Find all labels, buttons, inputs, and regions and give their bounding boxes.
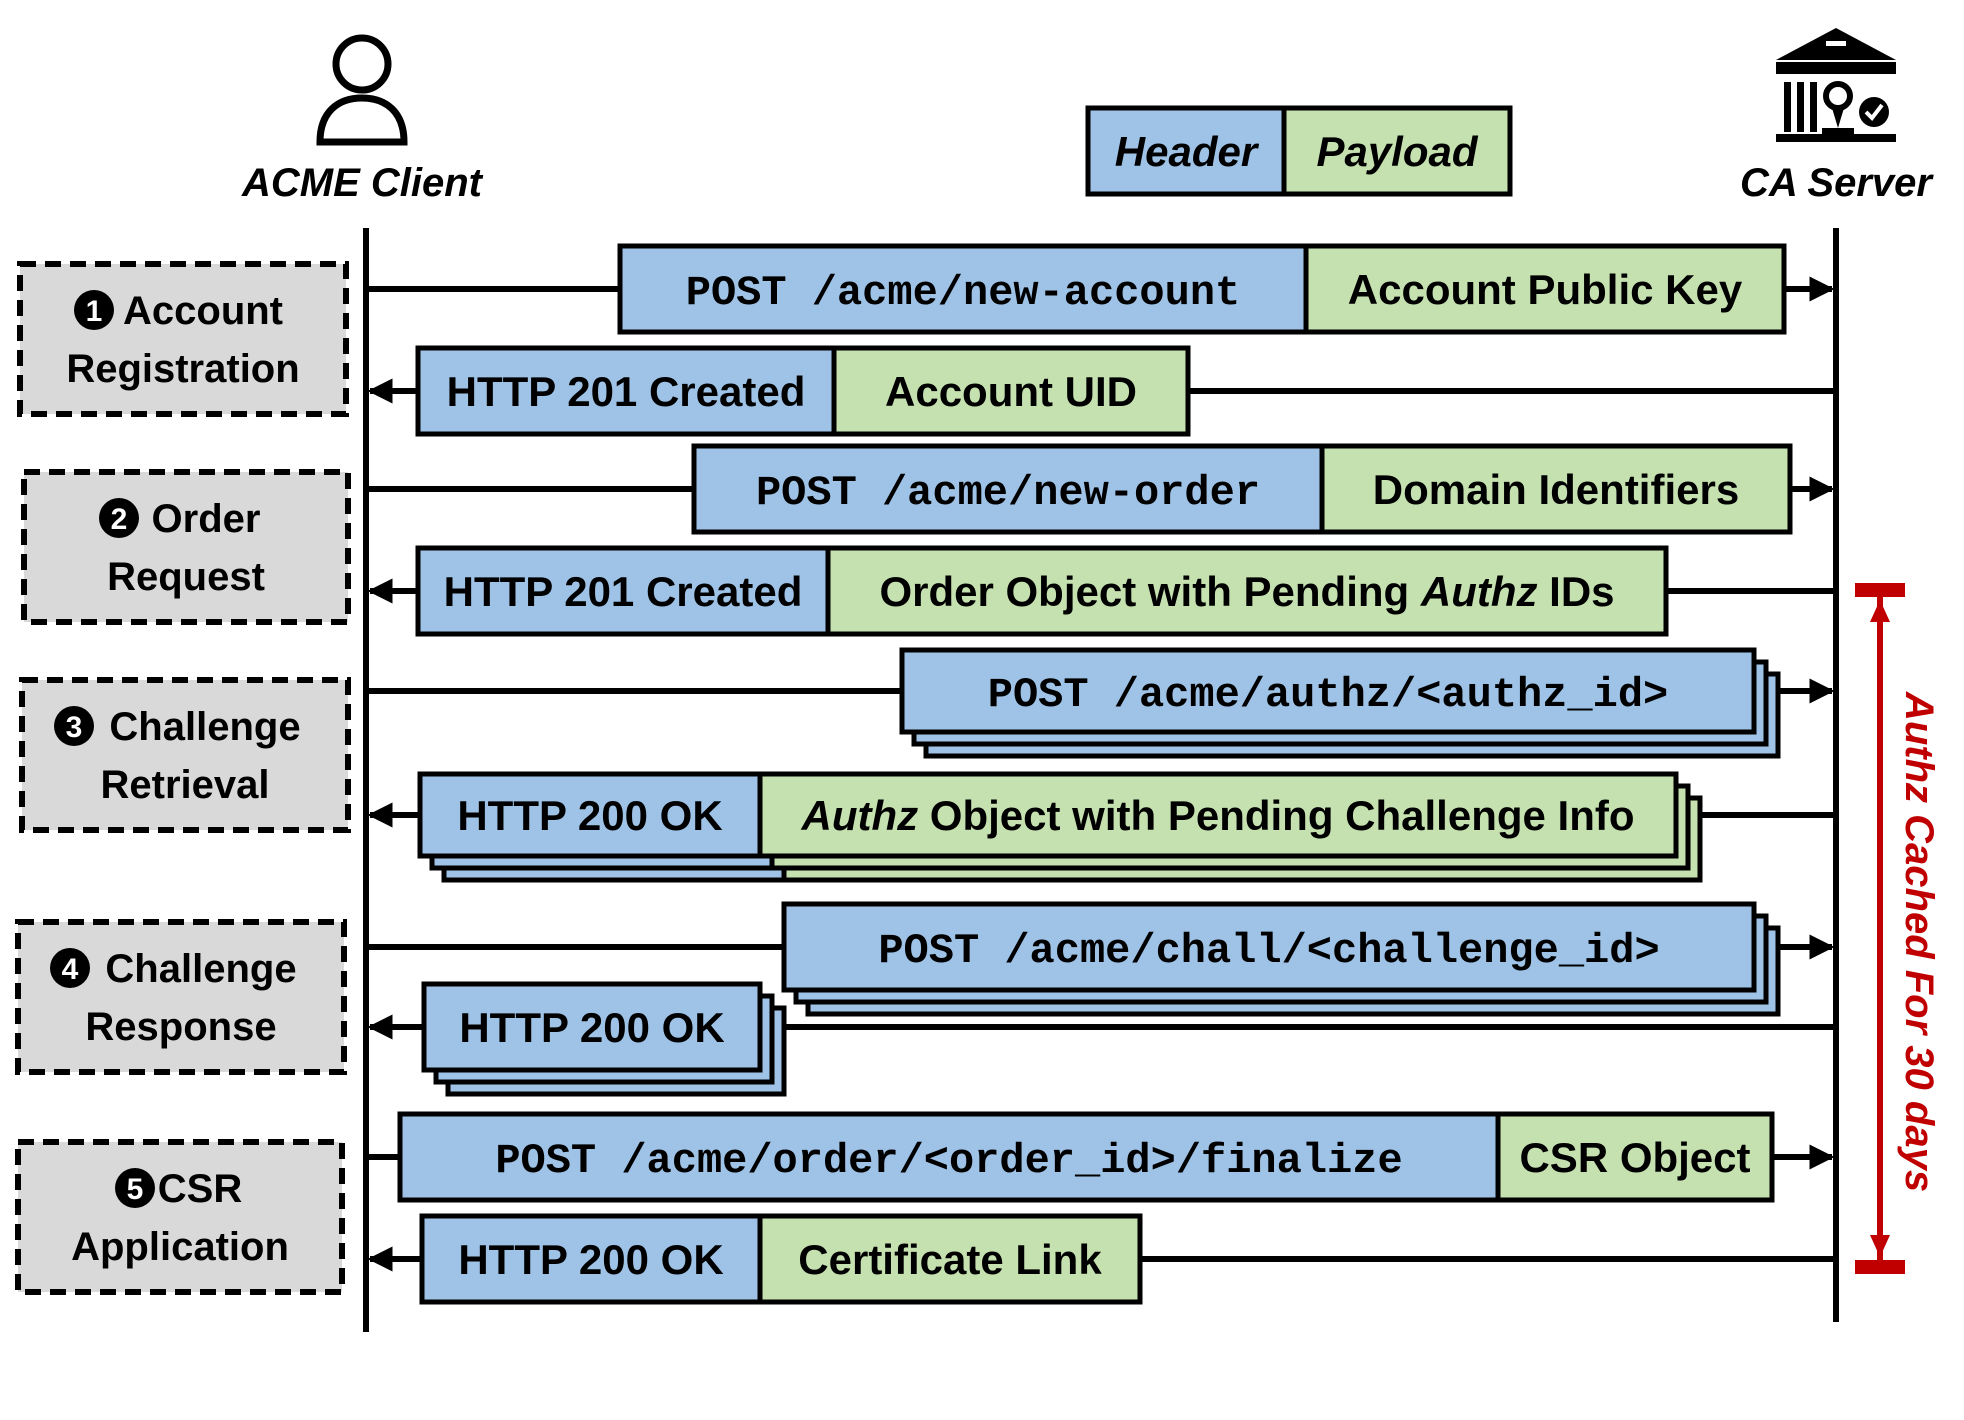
step-number-badge: [99, 498, 139, 538]
header-text: POST /acme/authz/<authz_id>: [988, 671, 1669, 719]
cache-bracket: [1855, 583, 1905, 1274]
header-text: POST /acme/chall/<challenge_id>: [878, 927, 1659, 975]
person-icon: [316, 34, 408, 146]
messages-layer: POST /acme/new-account Account Public Key…: [366, 243, 1836, 1305]
step-box-frame: [15, 1139, 345, 1295]
step-subtitle: Response: [85, 1005, 276, 1049]
payload-box: [1319, 443, 1793, 535]
payload-box: [757, 1213, 1143, 1305]
step-number: 1: [86, 295, 103, 328]
header-box: [397, 1111, 1501, 1203]
cache-note-rest: Cached For 30 days: [1897, 803, 1941, 1192]
step-number: 2: [111, 503, 128, 536]
server-label: CA Server: [1740, 161, 1934, 205]
step-number: 3: [66, 711, 83, 744]
legend-payload-swatch: [1281, 105, 1513, 197]
header-box: [899, 647, 1757, 735]
header-box: [415, 545, 831, 637]
bank-building-icon: [1776, 28, 1896, 142]
message-response: HTTP 200 OK Certificate Link: [367, 1213, 1836, 1305]
payload-text: Account UID: [885, 368, 1137, 415]
message-response: HTTP 201 Created Order Object with Pendin…: [367, 545, 1836, 637]
legend: Header Payload: [1085, 105, 1513, 197]
message-request: POST /acme/new-account Account Public Key: [366, 243, 1835, 335]
header-box: [421, 981, 763, 1073]
step-title: Account: [123, 289, 283, 333]
header-text: POST /acme/order/<order_id>/finalize: [495, 1137, 1402, 1185]
client-label: ACME Client: [241, 161, 484, 205]
step-title: Challenge: [105, 947, 296, 991]
step-title: Order: [152, 497, 261, 541]
message-response: HTTP 201 Created Account UID: [367, 345, 1836, 437]
payload-text: Account Public Key: [1348, 266, 1743, 313]
cache-note: Authz Cached For 30 days: [1897, 691, 1941, 1192]
message-response: HTTP 200 OK Authz Object with Pending Cha…: [367, 771, 1836, 883]
payload-text-part: IDs: [1538, 568, 1615, 615]
payload-text: CSR Object: [1519, 1134, 1750, 1181]
header-box: [691, 443, 1325, 535]
cache-note-authz: Authz: [1897, 691, 1941, 803]
payload-box: [1303, 243, 1787, 335]
message-response: HTTP 200 OK: [367, 981, 1836, 1097]
payload-box: [825, 545, 1669, 637]
payload-text-part: Order Object with Pending: [879, 568, 1420, 615]
message-request: POST /acme/authz/<authz_id>: [366, 647, 1835, 759]
payload-box: [1495, 1111, 1775, 1203]
step-box-frame: [19, 677, 351, 833]
header-box: [781, 901, 1757, 993]
step-box-frame: [15, 919, 347, 1075]
message-request: POST /acme/chall/<challenge_id>: [366, 901, 1835, 1017]
step-number-badge: [74, 290, 114, 330]
payload-text: Order Object with Pending Authz IDs: [879, 568, 1614, 615]
payload-box: [757, 771, 1679, 859]
payload-text-part: Object with Pending Challenge Info: [918, 792, 1634, 839]
header-text: HTTP 200 OK: [459, 1004, 724, 1051]
legend-header-label: Header: [1115, 128, 1260, 175]
header-text: POST /acme/new-order: [756, 469, 1260, 517]
header-text: HTTP 200 OK: [457, 792, 722, 839]
payload-text: Domain Identifiers: [1373, 466, 1739, 513]
header-text: HTTP 201 Created: [444, 568, 803, 615]
header-text: HTTP 201 Created: [447, 368, 806, 415]
message-request: POST /acme/new-order Domain Identifiers: [366, 443, 1835, 535]
header-box: [417, 771, 763, 859]
step-number-badge: [115, 1168, 155, 1208]
legend-payload-label: Payload: [1316, 128, 1478, 175]
payload-box: [831, 345, 1191, 437]
step-box-frame: [17, 261, 349, 417]
step-title: CSR: [158, 1167, 243, 1211]
step-box-frame: [21, 469, 351, 625]
header-box: [617, 243, 1309, 335]
header-text: POST /acme/new-account: [686, 269, 1241, 317]
payload-text-part: Authz: [801, 792, 919, 839]
message-request: POST /acme/order/<order_id>/finalize CSR …: [366, 1111, 1835, 1203]
header-text: HTTP 200 OK: [458, 1236, 723, 1283]
payload-text: Authz Object with Pending Challenge Info: [801, 792, 1635, 839]
step-subtitle: Registration: [66, 347, 299, 391]
step-number: 4: [62, 953, 79, 986]
step-number-badge: [54, 706, 94, 746]
payload-text: Certificate Link: [798, 1236, 1102, 1283]
step-subtitle: Application: [71, 1225, 289, 1269]
legend-header-swatch: [1085, 105, 1287, 197]
step-subtitle: Retrieval: [101, 763, 270, 807]
step-subtitle: Request: [107, 555, 265, 599]
step-number-badge: [50, 948, 90, 988]
step-title: Challenge: [109, 705, 300, 749]
step-number: 5: [127, 1173, 144, 1206]
payload-text-part: Authz: [1420, 568, 1538, 615]
